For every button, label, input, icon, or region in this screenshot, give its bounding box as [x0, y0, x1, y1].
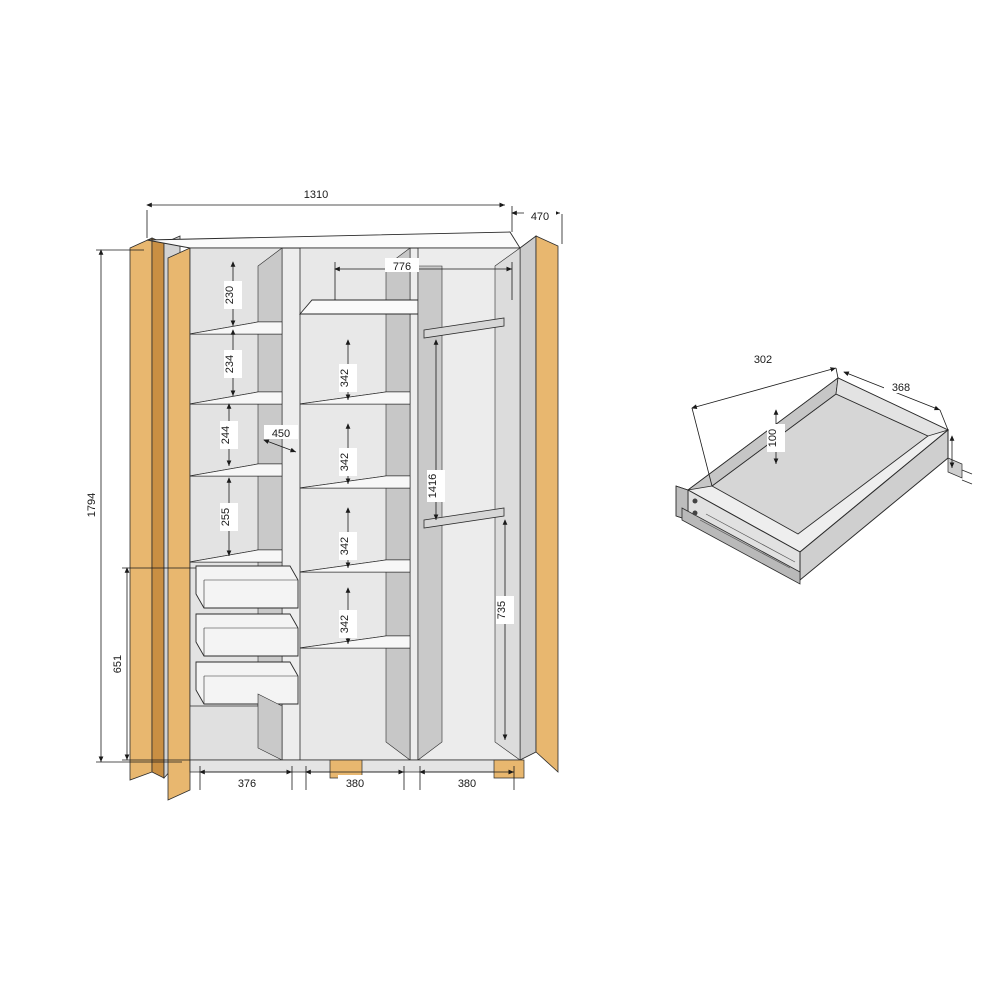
drawer-rear-pin	[961, 469, 973, 475]
wood-post-back-left-side	[151, 237, 165, 779]
drawer-rear-pin-2	[961, 479, 973, 485]
wardrobe-body	[129, 231, 559, 801]
drawer-slide-rail	[681, 507, 801, 585]
hanging-rail-top	[423, 317, 505, 339]
dim-1416: 1416	[427, 474, 439, 498]
dim-342-2: 342	[339, 453, 351, 471]
hanging-rails	[423, 317, 505, 529]
dim-255: 255	[220, 508, 232, 526]
dim-376: 376	[238, 778, 256, 790]
wood-post-front-left	[167, 247, 191, 801]
foot-right	[493, 759, 525, 779]
dim-1310: 1310	[304, 189, 328, 201]
dim-302: 302	[754, 354, 772, 366]
dim-342-4: 342	[339, 615, 351, 633]
dim-470: 470	[531, 211, 549, 223]
middle-shelf-slabs	[299, 391, 411, 649]
dim-450: 450	[272, 428, 290, 440]
drawer-stack	[195, 565, 299, 705]
middle-depth-shade	[385, 247, 411, 761]
hanging-rail-mid	[423, 507, 505, 529]
dim-368: 368	[892, 382, 910, 394]
dim-776: 776	[393, 261, 411, 273]
wood-post-right	[535, 235, 559, 773]
left-bottom-shade	[257, 693, 283, 761]
dim-244: 244	[220, 426, 232, 444]
drawer-rear-bracket	[947, 457, 963, 479]
right-side-panel	[519, 235, 537, 761]
right-depth-shade-left	[417, 265, 443, 761]
wardrobe-dimension-labels: 1310 470 776 1794 651 230 234 244 255 45…	[86, 186, 556, 790]
drawer-2	[195, 613, 299, 657]
dim-342-1: 342	[339, 369, 351, 387]
left-shelf-slabs	[189, 321, 283, 563]
dim-380-2: 380	[458, 778, 476, 790]
drawer-dimension-labels: 302 368 100	[746, 351, 918, 452]
drawer-slide-detail	[699, 513, 796, 569]
dim-342-3: 342	[339, 537, 351, 555]
drawer-screw-1	[692, 498, 698, 504]
wood-post-back-left	[129, 237, 153, 781]
dim-234: 234	[224, 355, 236, 373]
dim-1794: 1794	[86, 493, 98, 517]
top-board	[146, 231, 521, 249]
dim-380-1: 380	[346, 778, 364, 790]
dim-100: 100	[767, 429, 779, 447]
drawer-1	[195, 565, 299, 609]
dim-735: 735	[496, 601, 508, 619]
drawer-3	[195, 661, 299, 705]
drawer-detail	[675, 377, 973, 585]
dim-651: 651	[112, 655, 124, 673]
drawer-screw-2	[692, 510, 698, 516]
dim-230: 230	[224, 286, 236, 304]
